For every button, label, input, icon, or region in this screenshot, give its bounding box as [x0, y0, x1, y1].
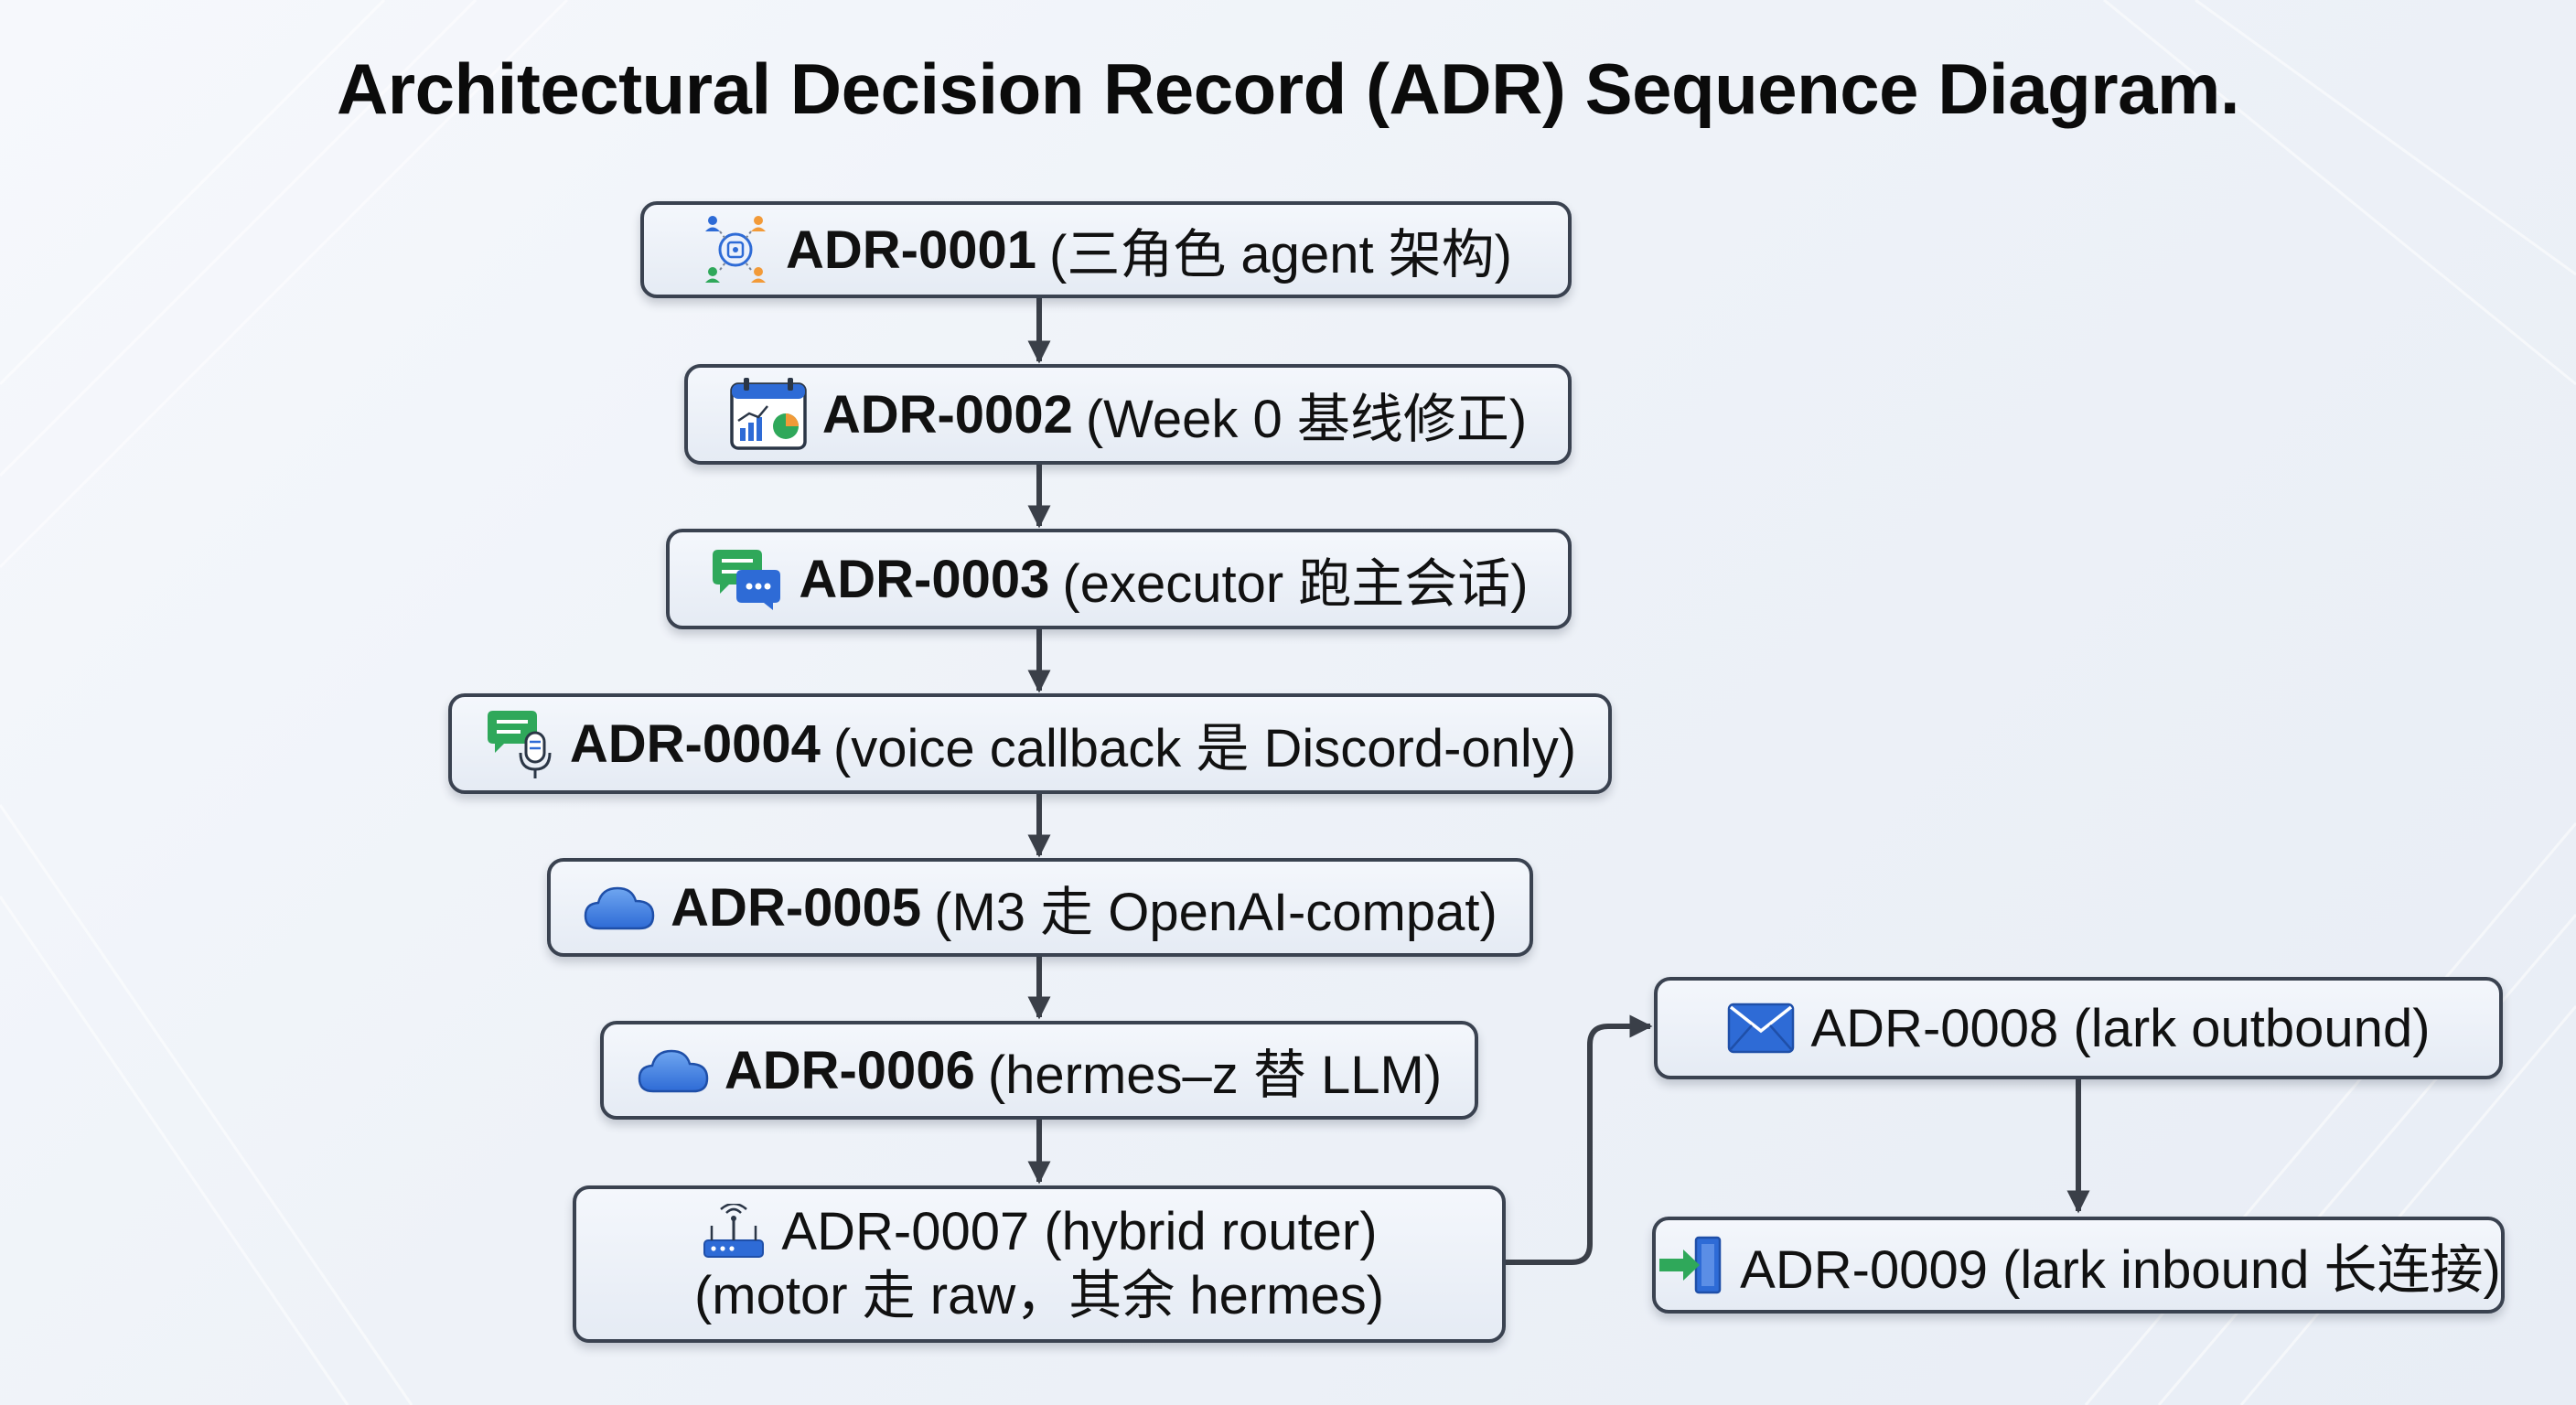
voice-chat-icon: [484, 707, 555, 780]
adr-0007-line1: ADR-0007 (hybrid router): [701, 1200, 1378, 1264]
adr-0001-node[interactable]: ADR-0001 (三角色 agent 架构): [640, 201, 1572, 298]
router-icon: [701, 1204, 767, 1260]
adr-0007-subtitle: (motor 走 raw，其余 hermes): [693, 1266, 1385, 1325]
adr-description: (executor 跑主会话): [1062, 554, 1529, 614]
adr-id: ADR-0004: [569, 713, 821, 774]
adr-description: (voice callback 是 Discord-only): [832, 719, 1577, 778]
arrow-0007-0008: [1506, 1014, 1653, 1265]
sign-in-icon: [1656, 1235, 1725, 1295]
envelope-icon: [1726, 1002, 1796, 1055]
adr-id: ADR-0003: [799, 549, 1050, 609]
adr-0005-node[interactable]: ADR-0005 (M3 走 OpenAI-compat): [547, 858, 1533, 957]
adr-0008-node[interactable]: ADR-0008 (lark outbound): [1654, 977, 2503, 1079]
adr-0007-title: ADR-0007 (hybrid router): [781, 1202, 1378, 1262]
adr-0006-node[interactable]: ADR-0006 (hermes–z 替 LLM): [600, 1021, 1478, 1120]
adr-description: (hermes–z 替 LLM): [987, 1046, 1443, 1105]
adr-0004-node[interactable]: ADR-0004 (voice callback 是 Discord-only): [448, 693, 1612, 794]
adr-label: ADR-0008 (lark outbound): [1810, 998, 2431, 1058]
adr-id: ADR-0001: [786, 220, 1036, 280]
adr-description: (M3 走 OpenAI-compat): [934, 883, 1497, 942]
adr-description: (三角色 agent 架构): [1049, 225, 1512, 284]
adr-0002-node[interactable]: ADR-0002 (Week 0 基线修正): [684, 364, 1572, 465]
adr-id: ADR-0002: [821, 384, 1073, 445]
team-network-icon: [700, 211, 771, 288]
adr-0003-node[interactable]: ADR-0003 (executor 跑主会话): [666, 529, 1572, 629]
adr-id: ADR-0006: [724, 1040, 975, 1100]
adr-label: ADR-0009 (lark inbound 长连接): [1740, 1240, 2501, 1300]
adr-0007-node[interactable]: ADR-0007 (hybrid router) (motor 走 raw，其余…: [573, 1185, 1506, 1343]
adr-0009-node[interactable]: ADR-0009 (lark inbound 长连接): [1652, 1217, 2505, 1314]
adr-description: (Week 0 基线修正): [1085, 390, 1528, 449]
calendar-chart-icon: [729, 377, 808, 452]
cloud-icon: [637, 1046, 710, 1095]
page-title: Architectural Decision Record (ADR) Sequ…: [336, 48, 2240, 129]
chat-bubbles-icon: [709, 546, 784, 612]
cloud-icon: [583, 883, 656, 932]
adr-id: ADR-0005: [671, 877, 922, 938]
